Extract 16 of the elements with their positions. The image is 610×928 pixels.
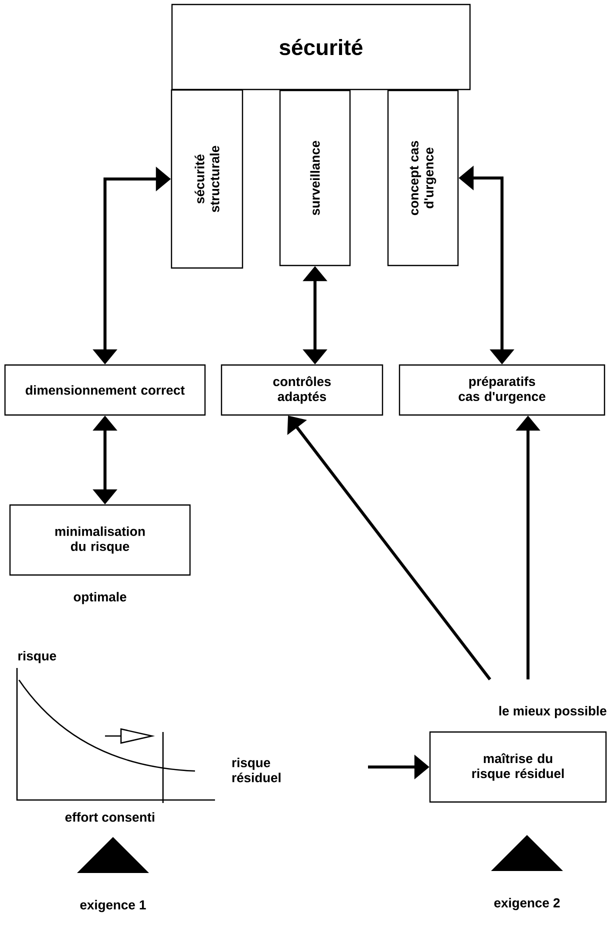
curve-label: risque résiduel [232, 758, 280, 782]
process-box: contrôles adaptés [220, 364, 384, 416]
caption-text: exigence 1 [80, 900, 146, 912]
axis-label: effort consenti [65, 812, 154, 822]
caption-text: optimale [74, 592, 126, 604]
process-box: sécurité structurale [170, 89, 244, 269]
caption-text: le mieux possible [499, 706, 606, 718]
caption-text: exigence 2 [494, 898, 560, 910]
process-box: maîtrise du risque résiduel [429, 731, 607, 803]
process-box: préparatifs cas d'urgence [398, 364, 606, 416]
axis-label: risque [18, 650, 56, 664]
process-box: dimensionnement correct [4, 364, 206, 416]
process-box: concept cas d'urgence [387, 90, 459, 266]
process-box: sécurité [171, 4, 471, 90]
process-box: minimalisation du risque [9, 504, 191, 576]
process-box: surveillance [279, 90, 351, 266]
